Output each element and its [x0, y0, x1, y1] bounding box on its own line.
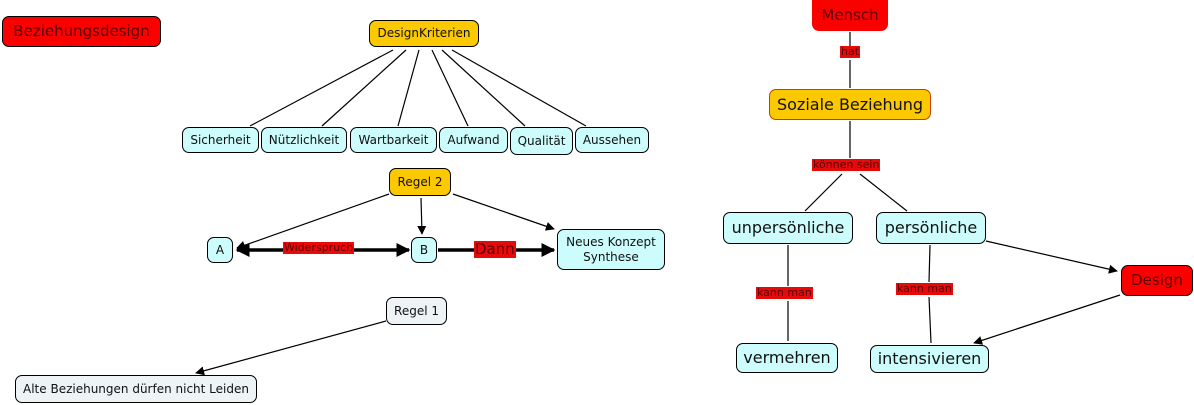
map-title-node[interactable]: Beziehungsdesign [2, 16, 161, 47]
link-label-kann-man-2[interactable]: kann man [896, 282, 953, 296]
concept-nuetzlichkeit[interactable]: Nützlichkeit [261, 127, 347, 153]
edge-regel2-a [236, 193, 390, 250]
concept-a[interactable]: A [207, 237, 233, 263]
edge-regel2-synthese [452, 193, 555, 231]
edge-kriterien-nuetzlichkeit [321, 49, 407, 127]
concept-regel-2[interactable]: Regel 2 [389, 168, 451, 196]
concept-alte-beziehungen[interactable]: Alte Beziehungen dürfen nicht Leiden [15, 375, 257, 403]
concept-qualitaet[interactable]: Qualität [510, 127, 573, 155]
concept-mensch[interactable]: Mensch [812, 0, 888, 31]
concept-soziale-beziehung[interactable]: Soziale Beziehung [769, 89, 931, 120]
link-label-koennen-sein[interactable]: können sein [812, 158, 881, 172]
edge-regel2-b [417, 197, 427, 235]
edge-kriterien-wartbarkeit [397, 49, 420, 127]
concept-unpersoenliche[interactable]: unpersönliche [723, 212, 853, 244]
concept-intensivieren[interactable]: intensivieren [870, 345, 989, 373]
edge-regel1-alte [195, 320, 387, 376]
edge-pers-design [985, 240, 1118, 274]
concept-design-kriterien[interactable]: DesignKriterien [369, 20, 479, 47]
concept-aufwand[interactable]: Aufwand [439, 127, 508, 153]
concept-wartbarkeit[interactable]: Wartbarkeit [350, 127, 437, 153]
edge-design-intensivieren [973, 294, 1121, 345]
edge-kriterien-aussehen [451, 49, 587, 127]
edge-kriterien-sicherheit [249, 49, 394, 127]
link-label-hat[interactable]: hat [840, 45, 861, 59]
concept-vermehren[interactable]: vermehren [736, 343, 838, 373]
edge-koennen-unpers [804, 173, 843, 212]
link-label-dann[interactable]: Dann [474, 240, 516, 258]
edge-kriterien-aufwand [431, 49, 469, 127]
concept-regel-1[interactable]: Regel 1 [386, 297, 447, 325]
link-label-kann-man-1[interactable]: kann man [756, 286, 813, 300]
concept-sicherheit[interactable]: Sicherheit [182, 127, 259, 153]
edge-koennen-pers [859, 173, 908, 212]
edge-pers-kann [928, 244, 931, 283]
link-label-widerspruch[interactable]: Widerspruch [283, 241, 355, 255]
concept-aussehen[interactable]: Aussehen [575, 127, 649, 153]
concept-neues-konzept-synthese[interactable]: Neues Konzept Synthese [557, 229, 665, 270]
edge-kann-intensivieren [928, 296, 932, 344]
concept-design[interactable]: Design [1121, 265, 1193, 296]
edge-kriterien-qualitaet [441, 49, 526, 127]
concept-b[interactable]: B [411, 237, 437, 263]
concept-persoenliche[interactable]: persönliche [876, 212, 986, 244]
